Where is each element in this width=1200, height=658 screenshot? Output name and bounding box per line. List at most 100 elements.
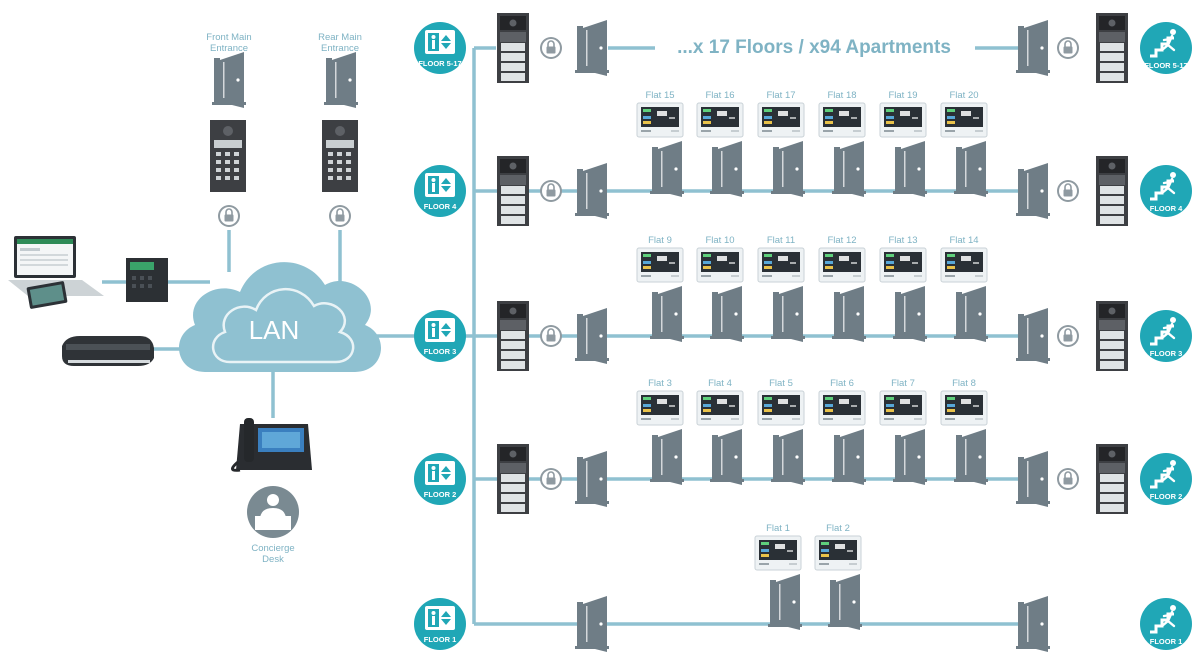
flat-unit: Flat 15	[636, 90, 684, 197]
indoor-monitor-icon	[696, 390, 744, 426]
lock-icon	[539, 324, 563, 348]
lock-icon	[328, 204, 352, 228]
apartments-banner: ...x 17 Floors / x94 Apartments	[677, 37, 951, 58]
indoor-monitor-icon	[879, 390, 927, 426]
indoor-monitor-icon	[940, 102, 988, 138]
door-icon	[575, 596, 609, 652]
door-icon	[650, 286, 684, 342]
floor-label-left: FLOOR 3	[424, 347, 457, 356]
indoor-monitor-icon	[940, 247, 988, 283]
lan-label: LAN	[249, 315, 300, 345]
desk-phone-icon	[231, 418, 312, 472]
rear-main-entrance: Rear Main Entrance	[318, 32, 362, 228]
indoor-monitor-icon	[696, 247, 744, 283]
indoor-monitor-icon	[879, 102, 927, 138]
flat-label: Flat 5	[769, 378, 793, 389]
door-icon	[828, 574, 862, 630]
door-icon	[832, 286, 866, 342]
door-station-right	[1096, 13, 1128, 83]
floor-label-left: FLOOR 5-17	[418, 59, 461, 68]
flat-label: Flat 11	[767, 235, 795, 246]
door-icon	[710, 429, 744, 485]
door-icon	[771, 141, 805, 197]
flat-unit: Flat 2	[814, 523, 862, 630]
door-station-right	[1096, 156, 1128, 226]
door-icon	[768, 574, 802, 630]
flat-label: Flat 8	[952, 378, 976, 389]
door-icon	[954, 429, 988, 485]
door-icon	[1016, 308, 1050, 364]
floor-row: FLOOR 5-17 FLOOR 5-17	[414, 13, 1194, 83]
door-station-left	[497, 301, 529, 371]
door-station-left	[497, 156, 529, 226]
indoor-monitor-icon	[696, 102, 744, 138]
lan-cloud: LAN	[178, 262, 382, 372]
door-icon	[575, 163, 609, 219]
lock-icon	[1056, 467, 1080, 491]
floor-label-left: FLOOR 4	[424, 202, 457, 211]
flat-unit: Flat 5	[757, 378, 805, 485]
lock-icon	[539, 467, 563, 491]
flat-unit: Flat 9	[636, 235, 684, 342]
floor-label-right: FLOOR 5-17	[1144, 61, 1187, 70]
door-icon	[1016, 20, 1050, 76]
network-lines	[102, 46, 1018, 626]
flat-unit: Flat 17	[757, 90, 805, 197]
front-main-entrance: Front Main Entrance	[206, 32, 252, 228]
controller-unit	[126, 258, 168, 302]
front-entrance-label-1: Front Main	[206, 32, 251, 43]
indoor-monitor-icon	[879, 247, 927, 283]
lock-icon	[539, 179, 563, 203]
lock-icon	[217, 204, 241, 228]
door-icon	[1016, 163, 1050, 219]
indoor-monitor-icon	[940, 390, 988, 426]
floor-label-left: FLOOR 1	[424, 635, 457, 644]
flat-unit: Flat 1	[754, 523, 802, 630]
door-icon	[893, 286, 927, 342]
door-icon	[575, 20, 609, 76]
door-icon	[771, 286, 805, 342]
door-icon	[575, 308, 609, 364]
indoor-monitor-icon	[636, 390, 684, 426]
flat-unit: Flat 20	[940, 90, 988, 197]
flat-label: Flat 2	[826, 523, 850, 534]
door-icon	[832, 141, 866, 197]
indoor-monitor-icon	[757, 390, 805, 426]
flat-unit: Flat 8	[940, 378, 988, 485]
door-station-right	[1096, 301, 1128, 371]
door-icon	[650, 141, 684, 197]
floor-label-right: FLOOR 2	[1150, 492, 1183, 501]
flat-label: Flat 16	[705, 90, 734, 101]
flat-label: Flat 19	[888, 90, 917, 101]
door-station-right	[1096, 444, 1128, 514]
floor-label-right: FLOOR 4	[1150, 204, 1183, 213]
gateway-device	[62, 336, 154, 366]
flat-unit: Flat 12	[818, 235, 866, 342]
indoor-monitor-icon	[636, 102, 684, 138]
flat-label: Flat 9	[648, 235, 672, 246]
flat-unit: Flat 14	[940, 235, 988, 342]
keypad-station	[210, 120, 246, 192]
door-icon	[212, 52, 246, 108]
front-entrance-label-2: Entrance	[210, 43, 248, 54]
door-icon	[954, 141, 988, 197]
flat-label: Flat 13	[888, 235, 917, 246]
indoor-monitor-icon	[757, 102, 805, 138]
flat-label: Flat 7	[891, 378, 915, 389]
flat-label: Flat 20	[949, 90, 978, 101]
flat-unit: Flat 4	[696, 378, 744, 485]
flat-unit: Flat 13	[879, 235, 927, 342]
flat-unit: Flat 11	[757, 235, 805, 342]
indoor-monitor-icon	[757, 247, 805, 283]
lock-icon	[1056, 324, 1080, 348]
keypad-station	[322, 120, 358, 192]
flat-label: Flat 12	[827, 235, 856, 246]
indoor-monitor-icon	[818, 102, 866, 138]
door-icon	[575, 451, 609, 507]
door-icon	[710, 141, 744, 197]
floor-row: FLOOR 4 FLOOR 4 Flat 15 Flat 16 Flat 17 Flat …	[414, 90, 1194, 226]
